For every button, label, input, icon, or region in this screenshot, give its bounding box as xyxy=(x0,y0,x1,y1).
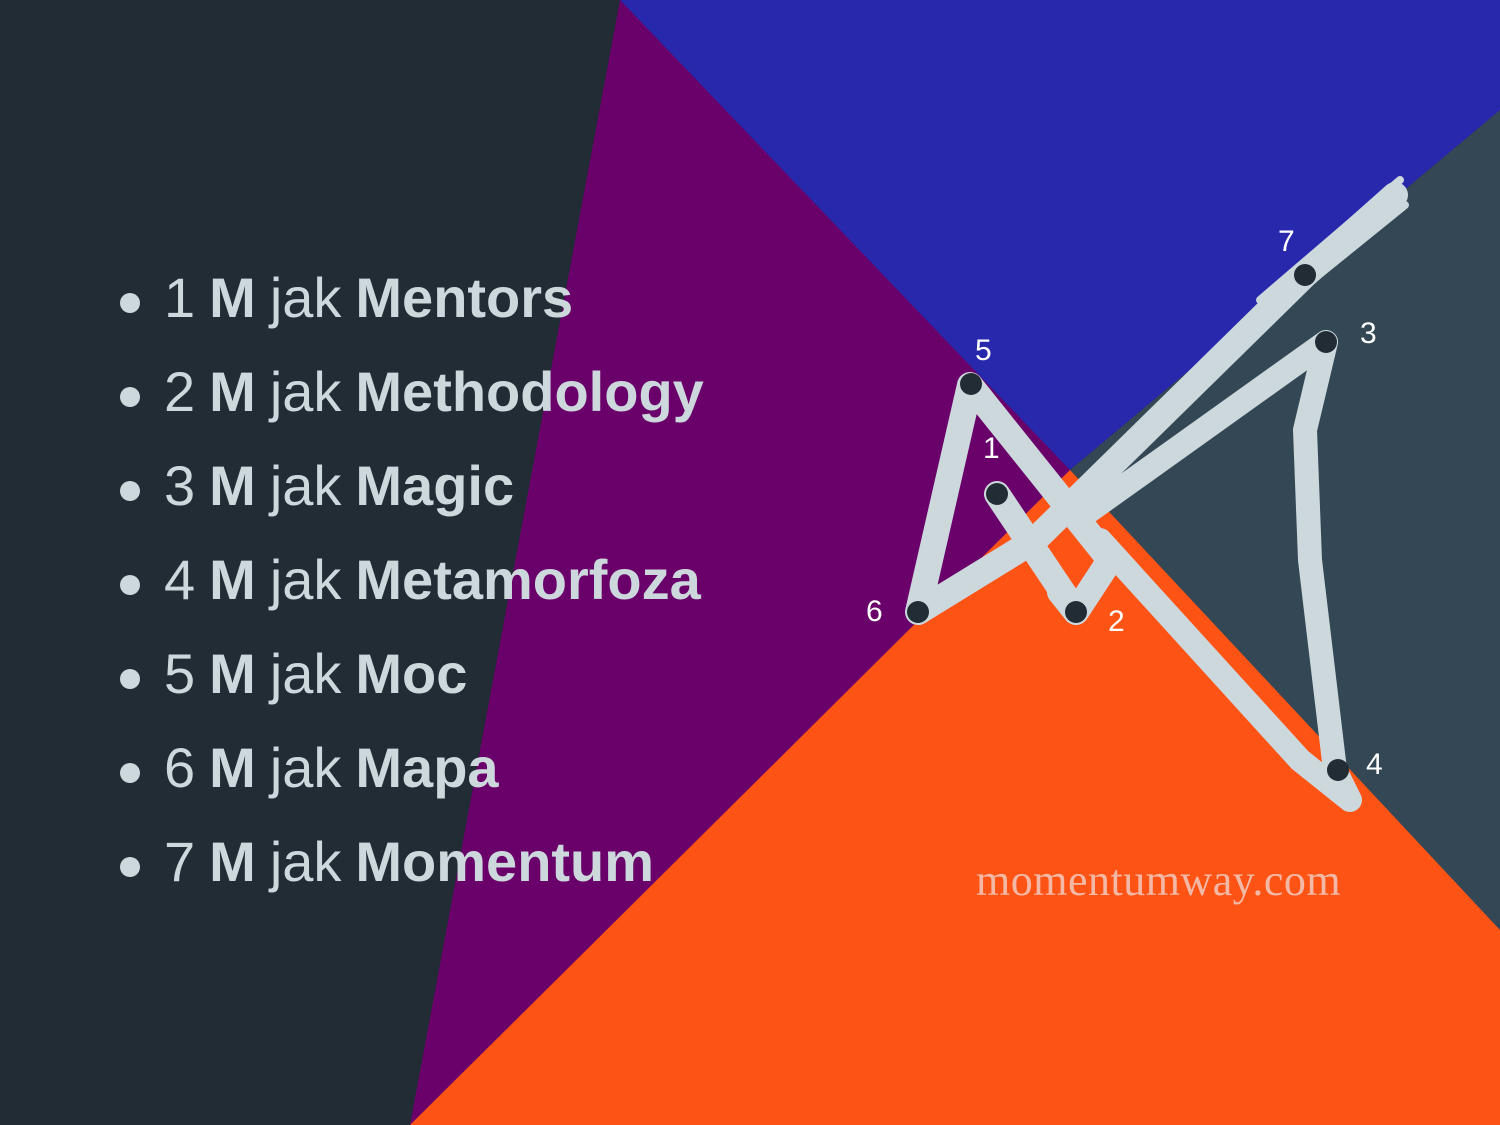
bullet-icon xyxy=(120,387,140,407)
item-jak: jak xyxy=(269,641,342,705)
bullet-icon xyxy=(120,669,140,689)
item-word: Magic xyxy=(355,453,515,517)
logo-point-dot xyxy=(1294,264,1316,286)
logo-point-dot xyxy=(1315,331,1337,353)
logo-point-label: 2 xyxy=(1108,605,1125,638)
item-jak: jak xyxy=(269,453,342,517)
logo-point-dot xyxy=(1327,759,1349,781)
item-word: Moc xyxy=(355,641,468,705)
logo-stroke-wing xyxy=(1076,330,1362,812)
item-m: M xyxy=(209,735,256,799)
bullet-icon xyxy=(120,293,140,313)
item-jak: jak xyxy=(269,547,342,611)
background-slate xyxy=(1070,110,1500,930)
item-number: 3 xyxy=(164,453,196,517)
item-jak: jak xyxy=(269,265,342,329)
item-m: M xyxy=(209,265,256,329)
item-word: Methodology xyxy=(355,359,704,423)
logo-point-dot xyxy=(960,373,982,395)
item-number: 2 xyxy=(164,359,196,423)
item-number: 1 xyxy=(164,265,196,329)
logo-point-label: 4 xyxy=(1366,748,1383,781)
logo-point-label: 3 xyxy=(1360,317,1377,350)
item-m: M xyxy=(209,453,256,517)
item-jak: jak xyxy=(269,359,342,423)
logo-point-label: 6 xyxy=(866,595,883,628)
item-jak: jak xyxy=(269,829,342,893)
item-word: Metamorfoza xyxy=(355,547,701,611)
website-text[interactable]: momentumway.com xyxy=(976,856,1342,905)
item-number: 6 xyxy=(164,735,196,799)
bullet-icon xyxy=(120,763,140,783)
item-word: Mentors xyxy=(355,265,574,329)
item-m: M xyxy=(209,359,256,423)
item-m: M xyxy=(209,829,256,893)
item-number: 4 xyxy=(164,547,196,611)
item-number: 7 xyxy=(164,829,196,893)
item-m: M xyxy=(209,641,256,705)
bullet-icon xyxy=(120,481,140,501)
bullet-icon xyxy=(120,857,140,877)
background-orange xyxy=(410,470,1500,1125)
logo-point-dot xyxy=(1065,601,1087,623)
logo-stroke-flare xyxy=(1256,176,1409,304)
logo-point-label: 1 xyxy=(983,432,1000,465)
item-jak: jak xyxy=(269,735,342,799)
item-word: Momentum xyxy=(355,829,655,893)
item-word: Mapa xyxy=(355,735,499,799)
logo-point-dot xyxy=(986,483,1008,505)
bullet-icon xyxy=(120,575,140,595)
item-m: M xyxy=(209,547,256,611)
logo-point-label: 7 xyxy=(1278,225,1295,258)
item-number: 5 xyxy=(164,641,196,705)
logo-point-dot xyxy=(907,601,929,623)
logo-point-label: 5 xyxy=(975,334,992,367)
background-blue xyxy=(620,0,1500,470)
